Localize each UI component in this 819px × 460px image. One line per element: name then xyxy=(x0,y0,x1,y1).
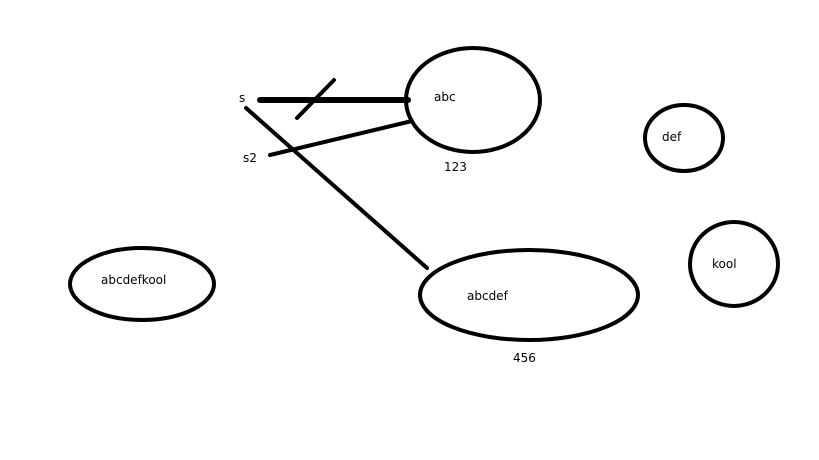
edge-s-to-abc xyxy=(257,78,411,120)
node-abcdef-ellipse xyxy=(418,248,640,342)
node-def-ellipse xyxy=(643,103,725,173)
edge-s-to-abc-cross-mark xyxy=(295,78,336,120)
node-abcdef-value: 456 xyxy=(513,351,536,365)
node-kool-ellipse xyxy=(688,220,780,308)
node-abcdefkool-ellipse xyxy=(68,246,216,322)
node-kool: kool xyxy=(688,220,780,308)
source-s2-label: s2 xyxy=(243,151,257,165)
node-def: def xyxy=(643,103,725,173)
node-kool-label: kool xyxy=(712,257,737,271)
node-abc-ellipse xyxy=(404,46,542,154)
node-abcdef: abcdef 456 xyxy=(418,248,640,365)
source-s-label: s xyxy=(239,91,245,105)
node-abc-label: abc xyxy=(434,90,456,104)
node-def-label: def xyxy=(662,130,682,144)
edge-s-to-abcdef xyxy=(244,106,429,270)
node-abcdef-label: abcdef xyxy=(467,289,509,303)
node-abcdefkool-label: abcdefkool xyxy=(101,273,166,287)
node-abc: abc 123 xyxy=(404,46,542,174)
node-abcdefkool: abcdefkool xyxy=(68,246,216,322)
node-abc-value: 123 xyxy=(444,160,467,174)
